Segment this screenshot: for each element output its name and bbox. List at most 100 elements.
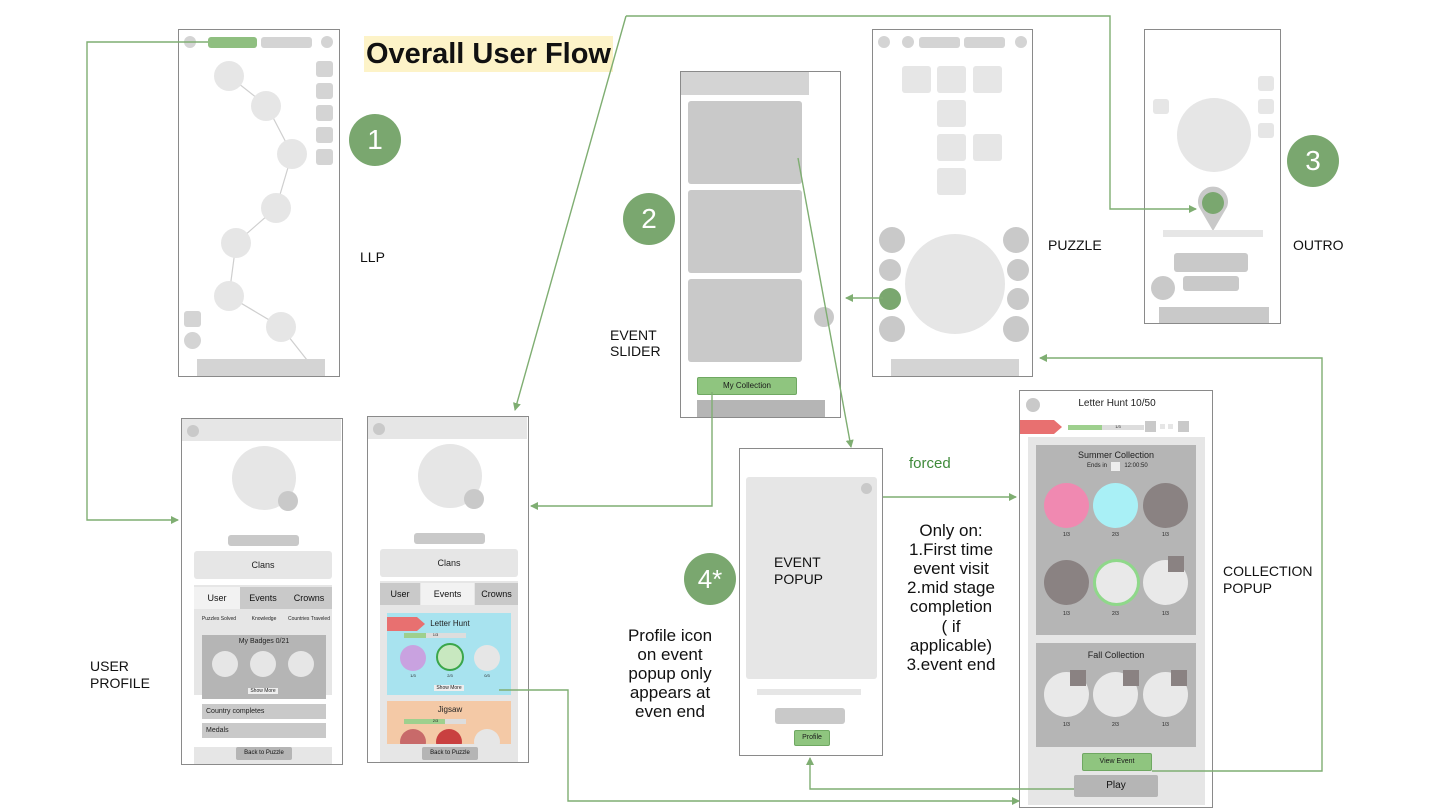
collectible-icon[interactable] bbox=[1044, 560, 1089, 605]
llp-tab[interactable] bbox=[261, 37, 312, 48]
puzzle-tile[interactable] bbox=[937, 66, 966, 93]
puzzle-left-button[interactable] bbox=[879, 316, 905, 342]
collection-close-icon[interactable] bbox=[1026, 398, 1040, 412]
outro-side-button[interactable] bbox=[1258, 76, 1274, 91]
collection-popup-screen: Letter Hunt 10/50 1/3 Summer Collection … bbox=[1019, 390, 1213, 808]
puzzle-tile[interactable] bbox=[937, 168, 966, 195]
collectible-count: 1/3 bbox=[1063, 532, 1070, 538]
llp-level-node[interactable] bbox=[277, 139, 307, 169]
puzzle-tile[interactable] bbox=[973, 134, 1002, 161]
popup-action-button[interactable] bbox=[775, 708, 845, 724]
puzzle-right-button[interactable] bbox=[1007, 288, 1029, 310]
profile-close-dot[interactable] bbox=[187, 425, 199, 437]
puzzle-left-button[interactable] bbox=[879, 259, 901, 281]
play-button[interactable]: Play bbox=[1074, 775, 1158, 797]
ends-in-timer: 12:00:50 bbox=[1124, 463, 1148, 469]
tab-events[interactable]: Events bbox=[240, 587, 286, 609]
medals-row[interactable] bbox=[202, 723, 326, 738]
collectible-icon bbox=[474, 645, 500, 671]
llp-side-button[interactable] bbox=[316, 61, 333, 77]
puzzle-right-button[interactable] bbox=[1003, 227, 1029, 253]
view-event-button[interactable]: View Event bbox=[1082, 753, 1152, 771]
letter-hunt-progress-bar bbox=[404, 633, 466, 638]
slider-card[interactable] bbox=[688, 101, 802, 184]
tab-crowns[interactable]: Crowns bbox=[286, 587, 332, 609]
trigger-note-line: 2.mid stage bbox=[907, 578, 995, 597]
puzzle-right-button[interactable] bbox=[1003, 316, 1029, 342]
lock-square-icon bbox=[1168, 556, 1184, 572]
step-2-badge: 2 bbox=[623, 193, 675, 245]
tab-events[interactable]: Events bbox=[421, 583, 474, 605]
tab-user[interactable]: User bbox=[194, 587, 240, 609]
show-more-button[interactable]: Show More bbox=[434, 685, 464, 691]
collection-progress-text: 1/3 bbox=[1115, 424, 1121, 429]
outro-button[interactable] bbox=[1183, 276, 1239, 291]
clans-button[interactable]: Clans bbox=[380, 549, 518, 577]
puzzle-letter-wheel[interactable] bbox=[905, 234, 1005, 334]
llp-level-node[interactable] bbox=[214, 61, 244, 91]
slider-bottom-bar[interactable] bbox=[697, 400, 825, 417]
llp-side-button[interactable] bbox=[316, 127, 333, 143]
profile-avatar-badge[interactable] bbox=[464, 489, 484, 509]
llp-level-node[interactable] bbox=[251, 91, 281, 121]
llp-side-button[interactable] bbox=[316, 105, 333, 121]
slider-card[interactable] bbox=[688, 190, 802, 273]
clans-button[interactable]: Clans bbox=[194, 551, 332, 579]
outro-text-line bbox=[1163, 230, 1263, 237]
llp-bottom-bar[interactable] bbox=[197, 359, 325, 376]
collectible-icon[interactable] bbox=[1044, 483, 1089, 528]
tab-crowns[interactable]: Crowns bbox=[475, 583, 518, 605]
country-completes-row[interactable] bbox=[202, 704, 326, 719]
puzzle-event-button[interactable] bbox=[879, 288, 901, 310]
collectible-icon[interactable] bbox=[1143, 483, 1188, 528]
puzzle-tile[interactable] bbox=[937, 134, 966, 161]
puzzle-top-tab[interactable] bbox=[919, 37, 960, 48]
llp-level-node[interactable] bbox=[266, 312, 296, 342]
badge-slot[interactable] bbox=[250, 651, 276, 677]
outro-side-button[interactable] bbox=[1258, 123, 1274, 138]
outro-side-button[interactable] bbox=[1258, 99, 1274, 114]
llp-corner-dot[interactable] bbox=[184, 332, 201, 349]
collectible-count: 1/3 bbox=[1162, 722, 1169, 728]
badge-slot[interactable] bbox=[288, 651, 314, 677]
profile-close-dot[interactable] bbox=[373, 423, 385, 435]
llp-level-node[interactable] bbox=[221, 228, 251, 258]
llp-side-button[interactable] bbox=[316, 149, 333, 165]
puzzle-bottom-bar[interactable] bbox=[891, 359, 1019, 376]
tab-user[interactable]: User bbox=[380, 583, 420, 605]
badge-slot[interactable] bbox=[212, 651, 238, 677]
back-to-puzzle-button[interactable]: Back to Puzzle bbox=[422, 747, 478, 760]
summer-collection-title: Summer Collection bbox=[1077, 450, 1155, 460]
location-pin-icon bbox=[1198, 186, 1228, 231]
slider-card[interactable] bbox=[688, 279, 802, 362]
event-ribbon-icon bbox=[1020, 420, 1062, 434]
slider-side-dot[interactable] bbox=[814, 307, 834, 327]
puzzle-left-button[interactable] bbox=[879, 227, 905, 253]
my-collection-button[interactable]: My Collection bbox=[697, 377, 797, 395]
llp-active-tab[interactable] bbox=[208, 37, 257, 48]
popup-close-icon[interactable] bbox=[861, 483, 872, 494]
puzzle-tile[interactable] bbox=[937, 100, 966, 127]
outro-left-button[interactable] bbox=[1153, 99, 1169, 114]
puzzle-tile[interactable] bbox=[902, 66, 931, 93]
collectible-icon[interactable] bbox=[1093, 559, 1140, 606]
stat-countries-traveled: Countries Traveled bbox=[288, 616, 330, 622]
llp-level-node[interactable] bbox=[261, 193, 291, 223]
llp-corner-button[interactable] bbox=[184, 311, 201, 327]
profile-avatar-badge[interactable] bbox=[278, 491, 298, 511]
collectible-icon[interactable] bbox=[1093, 483, 1138, 528]
outro-button[interactable] bbox=[1174, 253, 1248, 272]
outro-bottom-bar[interactable] bbox=[1159, 307, 1269, 323]
outro-corner-dot[interactable] bbox=[1151, 276, 1175, 300]
profile-note-line: Profile icon bbox=[627, 626, 713, 645]
puzzle-right-button[interactable] bbox=[1007, 259, 1029, 281]
profile-button[interactable]: Profile bbox=[794, 730, 830, 746]
show-more-button[interactable]: Show More bbox=[248, 688, 278, 694]
back-to-puzzle-button[interactable]: Back to Puzzle bbox=[236, 747, 292, 760]
collectible-count: 1/3 bbox=[1162, 611, 1169, 617]
country-completes-label: Country completes bbox=[206, 708, 265, 715]
puzzle-top-tab[interactable] bbox=[964, 37, 1005, 48]
llp-level-node[interactable] bbox=[214, 281, 244, 311]
llp-side-button[interactable] bbox=[316, 83, 333, 99]
puzzle-tile[interactable] bbox=[973, 66, 1002, 93]
